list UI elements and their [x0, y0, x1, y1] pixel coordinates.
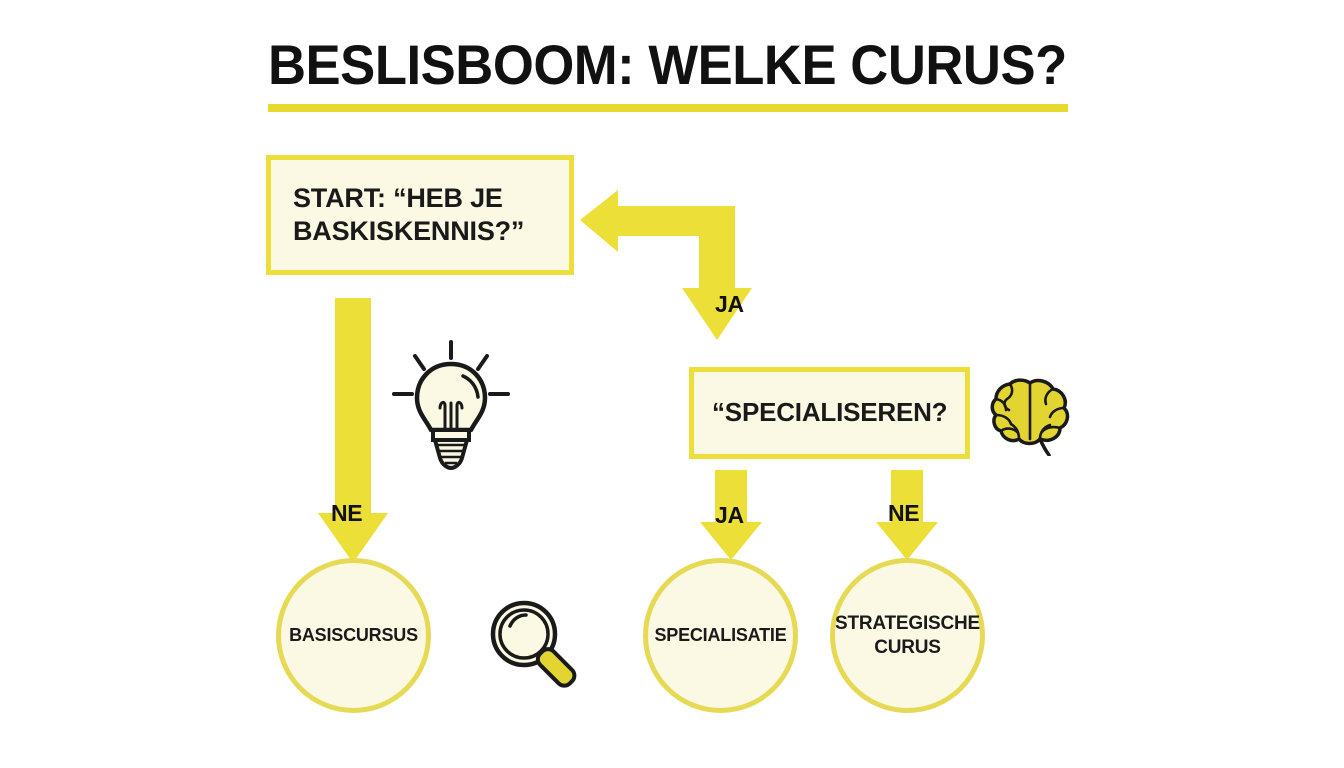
- node-specialisatie[interactable]: SPECIALISATIE: [643, 558, 798, 713]
- arrow-start-loop-ja: [580, 190, 752, 340]
- arrow-specialiseren-to-strategische: [876, 470, 938, 560]
- magnifier-icon: [486, 598, 584, 690]
- title-block: BESLISBOOM: WELKE CURUS?: [268, 33, 1078, 112]
- page-title: BESLISBOOM: WELKE CURUS?: [268, 33, 1067, 96]
- node-start[interactable]: START: “HEB JE BASKISKENNIS?”: [266, 155, 574, 275]
- node-start-label-line1: START: “HEB JE: [293, 183, 503, 214]
- brain-icon: [988, 372, 1074, 457]
- edge-label-ja-bottom: JA: [715, 502, 744, 528]
- node-specialiseren-label: “SPECIALISEREN?: [712, 397, 948, 428]
- node-basiscursus-label: BASISCURSUS: [289, 625, 418, 646]
- node-strategische-label-line1: STRATEGISCHE: [834, 612, 981, 634]
- node-specialisatie-label: SPECIALISATIE: [654, 625, 787, 646]
- node-start-label: START: “HEB JE BASKISKENNIS?”: [293, 182, 524, 248]
- node-strategische-label-line2: CURUS: [874, 636, 941, 658]
- arrow-specialiseren-to-specialisatie: [700, 470, 762, 560]
- node-specialiseren[interactable]: “SPECIALISEREN?: [689, 367, 970, 459]
- node-basiscursus[interactable]: BASISCURSUS: [276, 558, 431, 713]
- node-start-label-line2: BASKISKENNIS?”: [293, 216, 525, 246]
- node-strategische-label: STRATEGISCHE CURUS: [835, 612, 980, 660]
- lightbulb-icon: [388, 340, 514, 470]
- edge-label-ne-right: NE: [888, 500, 920, 526]
- title-underline: [268, 104, 1068, 112]
- edge-label-ja-top: JA: [715, 291, 744, 317]
- node-strategische-curus[interactable]: STRATEGISCHE CURUS: [830, 558, 985, 713]
- arrow-start-to-basiscursus: [318, 298, 388, 563]
- edge-label-ne-left: NE: [331, 500, 363, 526]
